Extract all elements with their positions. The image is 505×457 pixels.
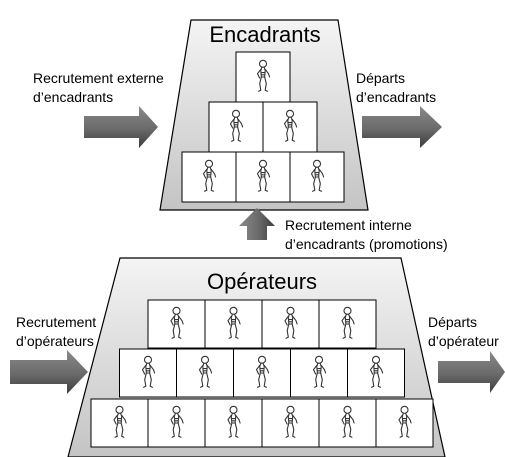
promotion-up-arrow-icon: [239, 208, 275, 240]
person-box: [261, 398, 320, 448]
person-box: [181, 151, 237, 203]
person-box: [375, 398, 434, 448]
encadrants-title: Encadrants: [209, 22, 320, 47]
person-box: [262, 101, 318, 153]
operateurs-pyramid: [67, 257, 446, 457]
operateurs-boxes: [90, 299, 434, 448]
operator-recruitment-label-line2: d’opérateurs: [16, 333, 94, 349]
supervisor-departure-label-line1: Départs: [356, 70, 405, 86]
person-box: [147, 398, 206, 448]
person-box: [204, 299, 263, 349]
person-box: [347, 348, 405, 398]
supervisor-departure-label-line2: d’encadrants: [356, 89, 436, 105]
encadrants-pyramid: [159, 19, 369, 211]
operator-departure-arrow-icon: [438, 351, 505, 393]
external-recruitment-arrow-icon: [84, 106, 158, 148]
person-box: [290, 348, 348, 398]
operator-departure-label-line2: d’opérateur: [428, 333, 499, 349]
operateurs-title: Opérateurs: [207, 269, 317, 294]
external-recruitment-label-line1: Recrutement externe: [33, 70, 164, 86]
operator-recruitment-arrow-icon: [10, 350, 88, 394]
promotion-label-line2: d’encadrants (promotions): [285, 236, 448, 252]
operator-recruitment-label-line1: Recrutement: [16, 314, 96, 330]
person-box: [261, 299, 320, 349]
external-recruitment-label-line2: d’encadrants: [33, 89, 113, 105]
person-box: [318, 398, 377, 448]
person-box: [90, 398, 149, 448]
encadrants-boxes: [181, 51, 345, 203]
person-box: [176, 348, 234, 398]
person-box: [208, 101, 264, 153]
operator-departure-label-line1: Départs: [428, 314, 477, 330]
person-box: [204, 398, 263, 448]
person-box: [147, 299, 206, 349]
supervisor-departure-arrow-icon: [362, 106, 442, 148]
person-box: [235, 51, 291, 103]
person-box: [235, 151, 291, 203]
promotion-label-line1: Recrutement interne: [285, 217, 412, 233]
person-box: [233, 348, 291, 398]
person-box: [119, 348, 177, 398]
person-box: [289, 151, 345, 203]
person-box: [318, 299, 377, 349]
